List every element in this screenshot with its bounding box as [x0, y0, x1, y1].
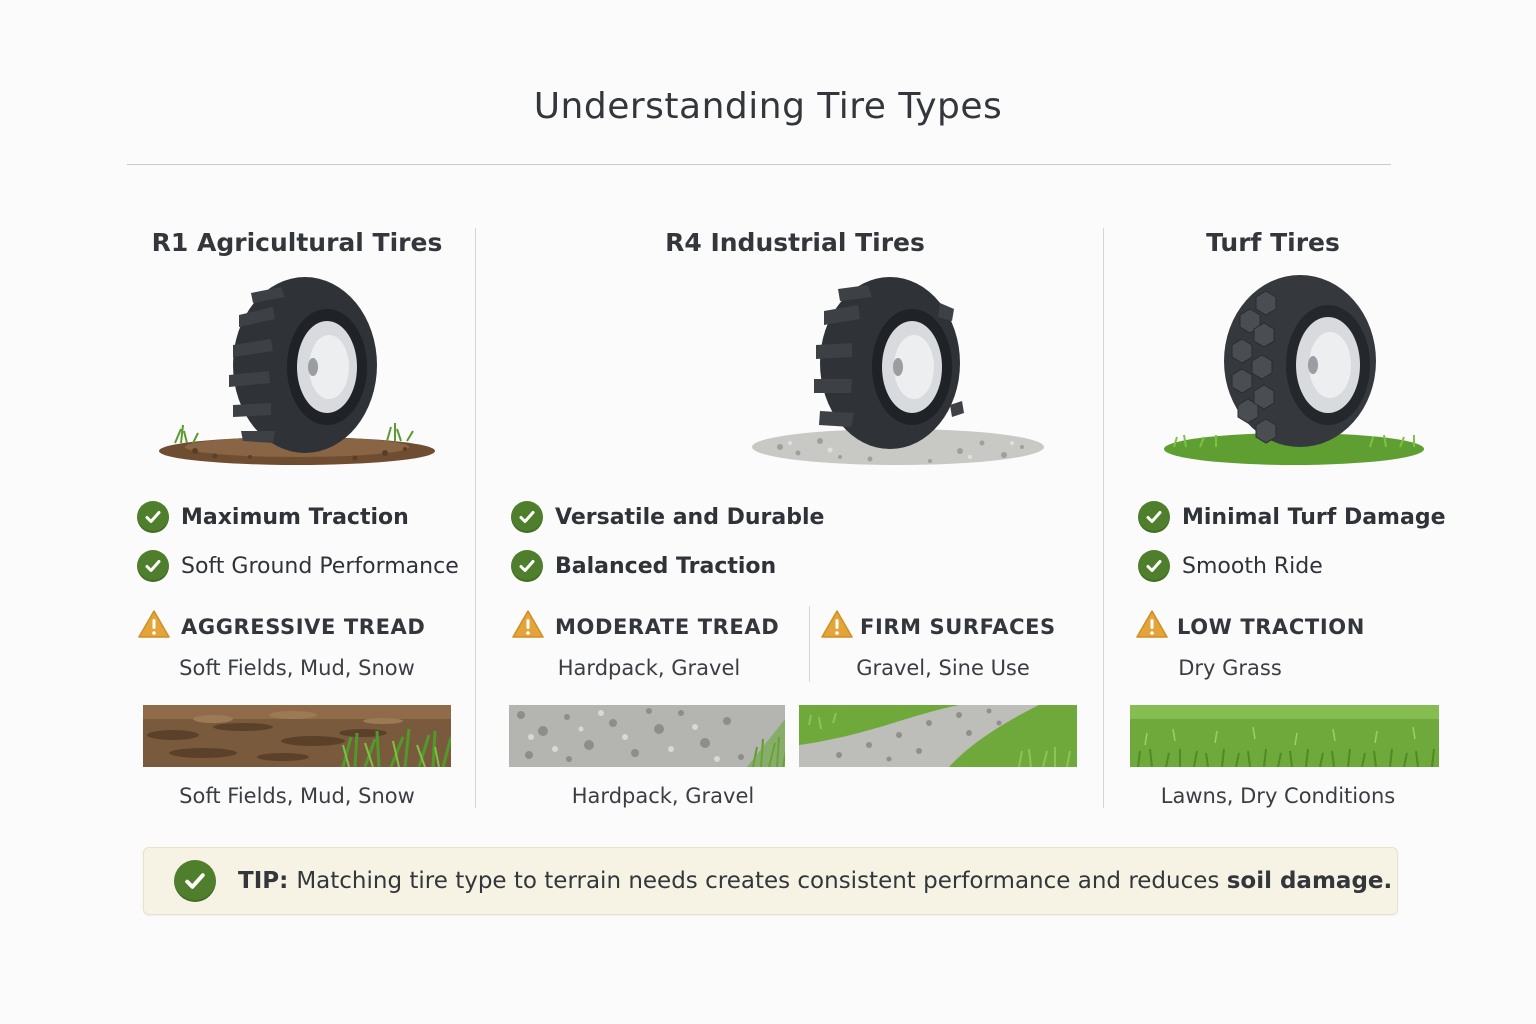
- check-circle-icon: [174, 860, 216, 902]
- warning-item: AGGRESSIVE TREAD: [137, 609, 425, 644]
- r4-tire-illustration: [750, 275, 1050, 479]
- page-title: Understanding Tire Types: [533, 86, 1003, 127]
- warning-detail: Gravel, Sine Use: [856, 656, 1030, 680]
- feature-item: Maximum Traction: [137, 501, 409, 533]
- warning-detail: Soft Fields, Mud, Snow: [179, 656, 415, 680]
- warning-triangle-icon: [511, 609, 545, 644]
- terrain-grass-image: [1130, 705, 1439, 767]
- feature-item: Minimal Turf Damage: [1138, 501, 1445, 533]
- turf-tire-illustration: [1160, 275, 1430, 479]
- check-circle-icon: [1138, 501, 1170, 533]
- column-divider: [475, 228, 476, 808]
- feature-label: Minimal Turf Damage: [1182, 504, 1446, 530]
- feature-label: Soft Ground Performance: [181, 553, 459, 579]
- feature-label: Balanced Traction: [555, 553, 777, 579]
- tip-text: TIP: Matching tire type to terrain needs …: [238, 868, 1392, 894]
- warning-item: FIRM SURFACES: [820, 609, 1056, 644]
- feature-label: Versatile and Durable: [555, 504, 825, 530]
- check-circle-icon: [137, 550, 169, 582]
- terrain-caption: Soft Fields, Mud, Snow: [179, 784, 415, 808]
- terrain-caption: Hardpack, Gravel: [571, 784, 755, 808]
- column-title-turf: Turf Tires: [1206, 228, 1340, 257]
- feature-label: Smooth Ride: [1182, 553, 1323, 579]
- title-divider: [127, 164, 1391, 165]
- warning-triangle-icon: [1135, 609, 1169, 644]
- warning-item: LOW TRACTION: [1135, 609, 1365, 644]
- tip-label: TIP:: [238, 868, 289, 894]
- column-title-r4: R4 Industrial Tires: [665, 228, 925, 257]
- check-circle-icon: [1138, 550, 1170, 582]
- column-divider: [1103, 228, 1104, 808]
- terrain-gravel-path-image: [799, 705, 1077, 767]
- tip-body: Matching tire type to terrain needs crea…: [296, 868, 1220, 894]
- warning-divider: [809, 606, 810, 682]
- warning-label: MODERATE TREAD: [555, 614, 780, 639]
- check-circle-icon: [137, 501, 169, 533]
- check-circle-icon: [511, 501, 543, 533]
- terrain-caption: Lawns, Dry Conditions: [1160, 784, 1396, 808]
- terrain-soil-image: [143, 705, 451, 767]
- warning-label: LOW TRACTION: [1177, 614, 1365, 639]
- tire-icon: [752, 277, 1044, 465]
- warning-label: FIRM SURFACES: [860, 614, 1056, 639]
- feature-item: Versatile and Durable: [511, 501, 824, 533]
- feature-item: Balanced Traction: [511, 550, 776, 582]
- tip-banner: TIP: Matching tire type to terrain needs …: [143, 847, 1398, 915]
- tire-icon: [159, 277, 435, 465]
- feature-label: Maximum Traction: [181, 504, 409, 530]
- warning-detail: Dry Grass: [1178, 656, 1282, 680]
- warning-label: AGGRESSIVE TREAD: [181, 614, 426, 639]
- feature-item: Soft Ground Performance: [137, 550, 459, 582]
- terrain-gravel-image: [509, 705, 785, 767]
- column-title-r1: R1 Agricultural Tires: [151, 228, 443, 257]
- warning-triangle-icon: [137, 609, 171, 644]
- feature-item: Smooth Ride: [1138, 550, 1323, 582]
- tip-emphasis: soil damage.: [1226, 868, 1393, 894]
- warning-detail: Hardpack, Gravel: [557, 656, 741, 680]
- tire-icon: [1164, 275, 1424, 465]
- warning-item: MODERATE TREAD: [511, 609, 779, 644]
- warning-triangle-icon: [820, 609, 854, 644]
- r1-tire-illustration: [155, 275, 445, 479]
- check-circle-icon: [511, 550, 543, 582]
